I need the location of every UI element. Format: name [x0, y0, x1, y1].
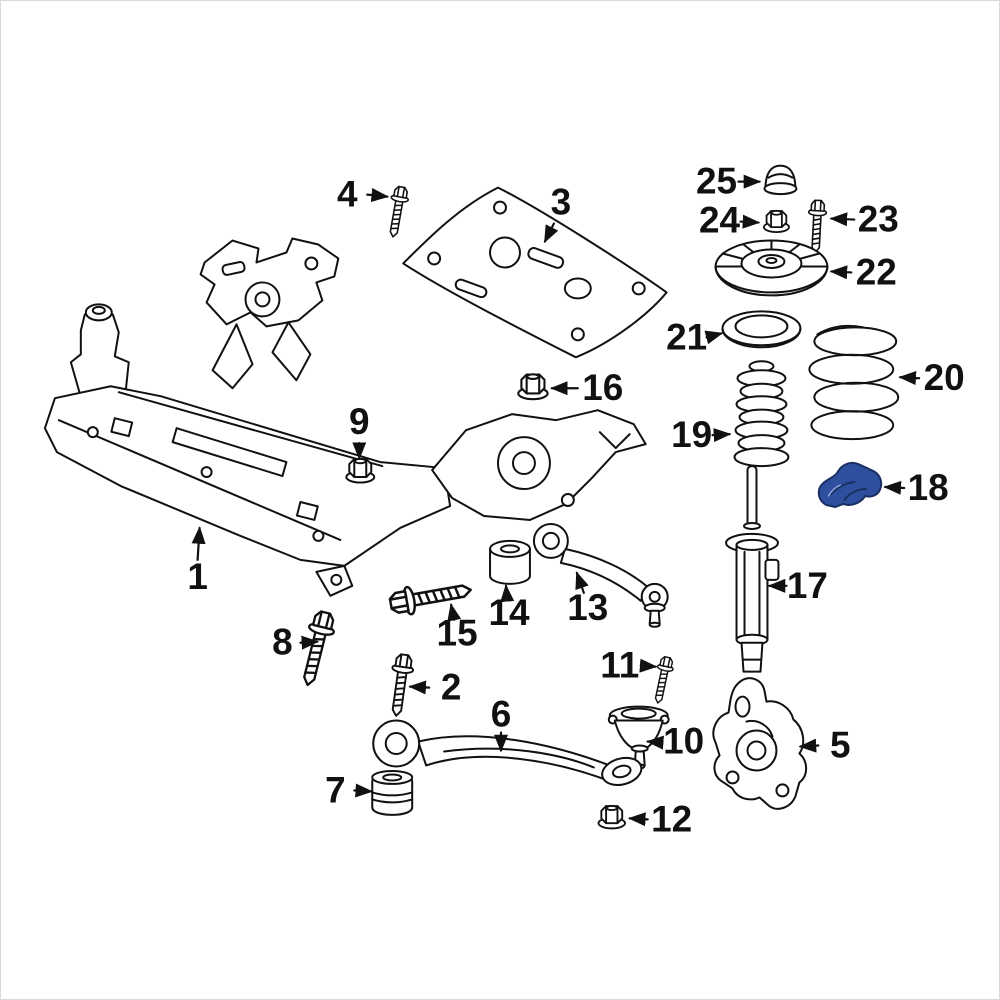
- callout-1: 1: [187, 526, 208, 597]
- part-7-control-arm-bushing: [371, 769, 414, 816]
- part-17-strut: [725, 465, 780, 673]
- part-16-nut: [517, 373, 549, 401]
- callout-7-label: 7: [325, 769, 346, 810]
- callout-8-arrow: [299, 635, 320, 650]
- callout-19-arrow: [711, 428, 732, 443]
- callout-17-label: 17: [787, 565, 828, 606]
- part-25-cap: [763, 164, 798, 196]
- callout-19: 19: [671, 414, 732, 455]
- callout-8-label: 8: [272, 622, 293, 663]
- callout-24: 24: [699, 200, 761, 241]
- callout-25: 25: [696, 161, 762, 202]
- callout-7-arrow: [353, 783, 374, 798]
- callout-14: 14: [488, 584, 530, 633]
- callout-21: 21: [666, 316, 724, 357]
- part-9-nut: [345, 457, 376, 484]
- callout-4: 4: [337, 174, 389, 215]
- callout-20-label: 20: [924, 357, 965, 398]
- callout-3-arrow: [543, 222, 559, 244]
- part-20-coil-spring: [808, 324, 900, 441]
- callout-22-label: 22: [856, 251, 897, 292]
- part-12-nut: [597, 804, 626, 830]
- callout-16: 16: [550, 367, 623, 408]
- callout-10-label: 10: [663, 720, 704, 761]
- part-21-spring-seat-ring: [721, 310, 802, 349]
- callout-23-label: 23: [858, 199, 899, 240]
- callout-5-label: 5: [830, 724, 851, 765]
- callout-2-label: 2: [441, 667, 462, 708]
- callout-4-label: 4: [337, 174, 358, 215]
- callout-11-arrow: [639, 658, 658, 673]
- part-6-lower-control-arm: [372, 719, 643, 787]
- callout-15-label: 15: [437, 613, 478, 654]
- callout-6-label: 6: [491, 694, 512, 735]
- callout-20: 20: [898, 357, 965, 398]
- callout-23: 23: [829, 199, 899, 240]
- callout-2: 2: [408, 667, 462, 708]
- callout-2-arrow: [408, 680, 431, 695]
- callout-3: 3: [543, 182, 572, 244]
- part-1-subframe: [43, 237, 647, 597]
- part-3-reinforcement-plate: [402, 186, 668, 359]
- callout-23-arrow: [829, 212, 856, 227]
- callout-1-label: 1: [187, 556, 208, 597]
- callout-9: 9: [349, 401, 370, 460]
- callout-12-arrow: [627, 812, 649, 827]
- part-14-bushing: [489, 539, 531, 585]
- callout-21-arrow: [704, 330, 724, 345]
- callout-9-label: 9: [349, 401, 370, 442]
- callout-21-label: 21: [666, 316, 707, 357]
- callout-5: 5: [798, 724, 851, 765]
- callout-11-label: 11: [600, 645, 639, 686]
- callout-25-label: 25: [696, 161, 737, 202]
- callout-24-arrow: [739, 214, 761, 229]
- callout-19-label: 19: [671, 414, 712, 455]
- part-24-nut: [762, 209, 790, 233]
- callouts: 1 2 3 4 5 6 7 8: [187, 161, 964, 840]
- callout-16-label: 16: [582, 367, 623, 408]
- part-8-bolt: [294, 608, 340, 690]
- callout-13-arrow: [575, 571, 589, 594]
- callout-20-arrow: [898, 371, 921, 386]
- callout-14-arrow: [500, 584, 515, 603]
- part-11-bolt: [649, 654, 676, 706]
- callout-8: 8: [272, 622, 320, 663]
- callout-10: 10: [645, 720, 704, 761]
- callout-7: 7: [325, 769, 374, 810]
- callout-10-arrow: [645, 735, 664, 750]
- callout-6: 6: [491, 694, 512, 753]
- callout-22-arrow: [829, 265, 853, 280]
- callout-13: 13: [567, 571, 608, 628]
- callout-18-arrow: [883, 480, 906, 495]
- part-5-steering-knuckle: [712, 677, 808, 810]
- part-18-bracket-highlighted: [817, 461, 883, 508]
- part-2-bolt: [384, 652, 416, 719]
- callout-12-label: 12: [651, 798, 692, 839]
- callout-14-label: 14: [488, 592, 530, 633]
- callout-15-arrow: [447, 603, 462, 622]
- part-13-tension-strut-arm: [532, 522, 669, 628]
- part-22-strut-mount: [714, 239, 829, 297]
- part-19-dust-boot: [733, 360, 790, 468]
- callout-5-arrow: [798, 738, 820, 753]
- callout-18-label: 18: [908, 467, 949, 508]
- callout-12: 12: [627, 798, 692, 839]
- callout-24-label: 24: [699, 200, 741, 241]
- callout-3-label: 3: [551, 182, 572, 223]
- callout-4-arrow: [366, 188, 389, 203]
- callout-22: 22: [829, 251, 897, 292]
- callout-18: 18: [883, 467, 949, 508]
- callout-1-arrow: [191, 526, 206, 561]
- callout-11: 11: [600, 645, 658, 686]
- callout-13-label: 13: [567, 587, 608, 628]
- callout-17: 17: [767, 565, 828, 606]
- part-15-bolt: [387, 575, 475, 619]
- part-23-bolt: [805, 199, 828, 254]
- part-4-bolt: [383, 184, 411, 240]
- callout-15: 15: [437, 603, 478, 654]
